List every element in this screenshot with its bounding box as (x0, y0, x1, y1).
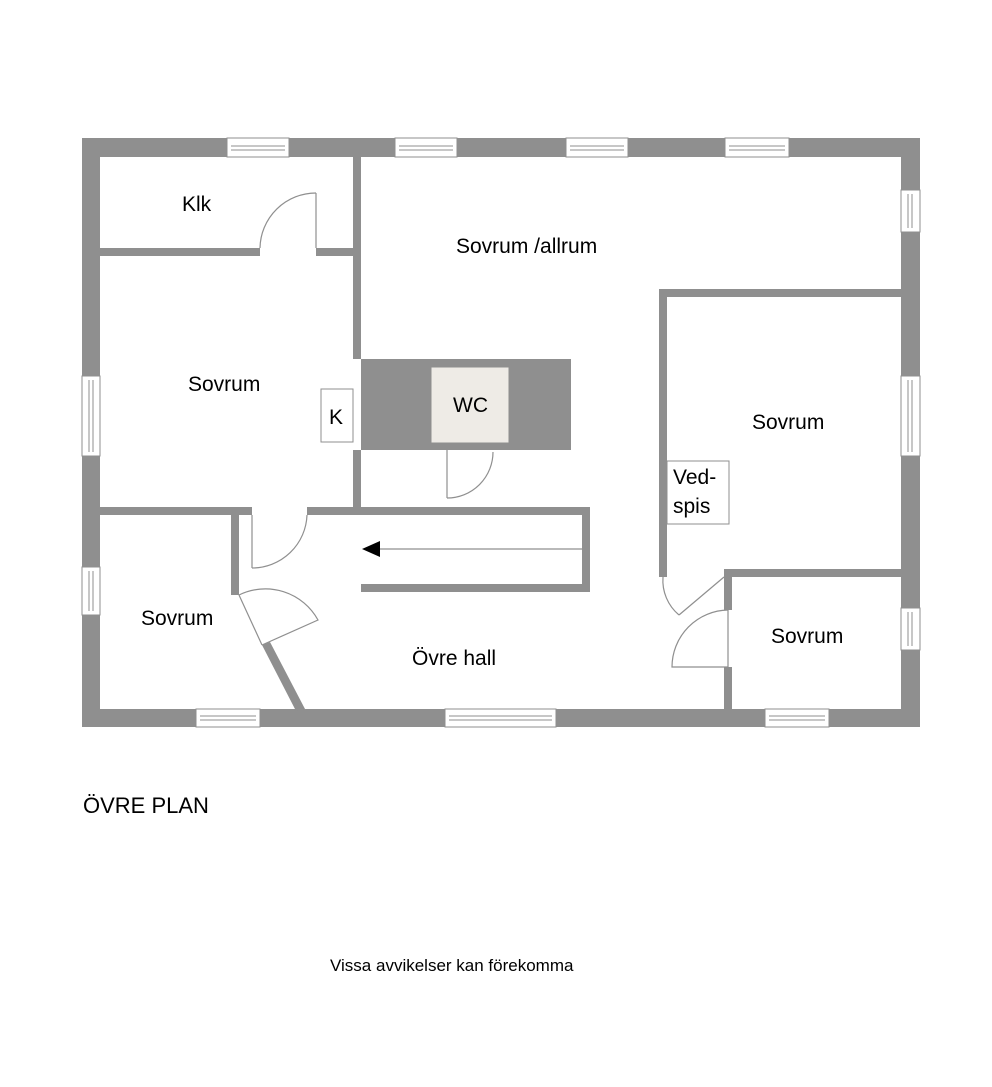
room-label-ovre-hall: Övre hall (412, 647, 496, 670)
door-wc (446, 450, 494, 499)
window (900, 375, 921, 457)
room-label-wc: WC (453, 394, 488, 417)
window (444, 708, 557, 728)
window (724, 137, 790, 158)
room-label-vedspis-1: Ved- (673, 466, 716, 489)
room-label-sovrum-allrum: Sovrum /allrum (456, 235, 597, 258)
window (900, 189, 921, 233)
room-label-sovrum-sw: Sovrum (141, 607, 213, 630)
room-label-klk: Klk (182, 193, 212, 216)
disclaimer-text: Vissa avvikelser kan förekomma (330, 956, 574, 975)
room-label-sovrum-east: Sovrum (752, 411, 824, 434)
plan-title: ÖVRE PLAN (83, 793, 209, 818)
door-sovrum-east (662, 576, 725, 616)
room-label-k: K (329, 406, 343, 429)
window (394, 137, 458, 158)
window (565, 137, 629, 158)
k-box (320, 388, 354, 443)
room-label-vedspis-2: spis (673, 495, 710, 518)
window (81, 566, 101, 616)
door-sovrum-sw (238, 588, 319, 646)
doors (238, 192, 729, 668)
vedspis-box (666, 460, 730, 525)
window (764, 708, 830, 728)
door-klk (259, 192, 317, 249)
window (195, 708, 261, 728)
stair-arrow (362, 541, 582, 557)
door-sovrum-nw (251, 514, 308, 569)
window (81, 375, 101, 457)
windows (81, 137, 921, 728)
window (226, 137, 290, 158)
room-label-sovrum-nw: Sovrum (188, 373, 260, 396)
wc-room (430, 366, 510, 444)
door-sovrum-se (671, 609, 729, 668)
room-label-sovrum-se: Sovrum (771, 625, 843, 648)
window (900, 607, 921, 651)
